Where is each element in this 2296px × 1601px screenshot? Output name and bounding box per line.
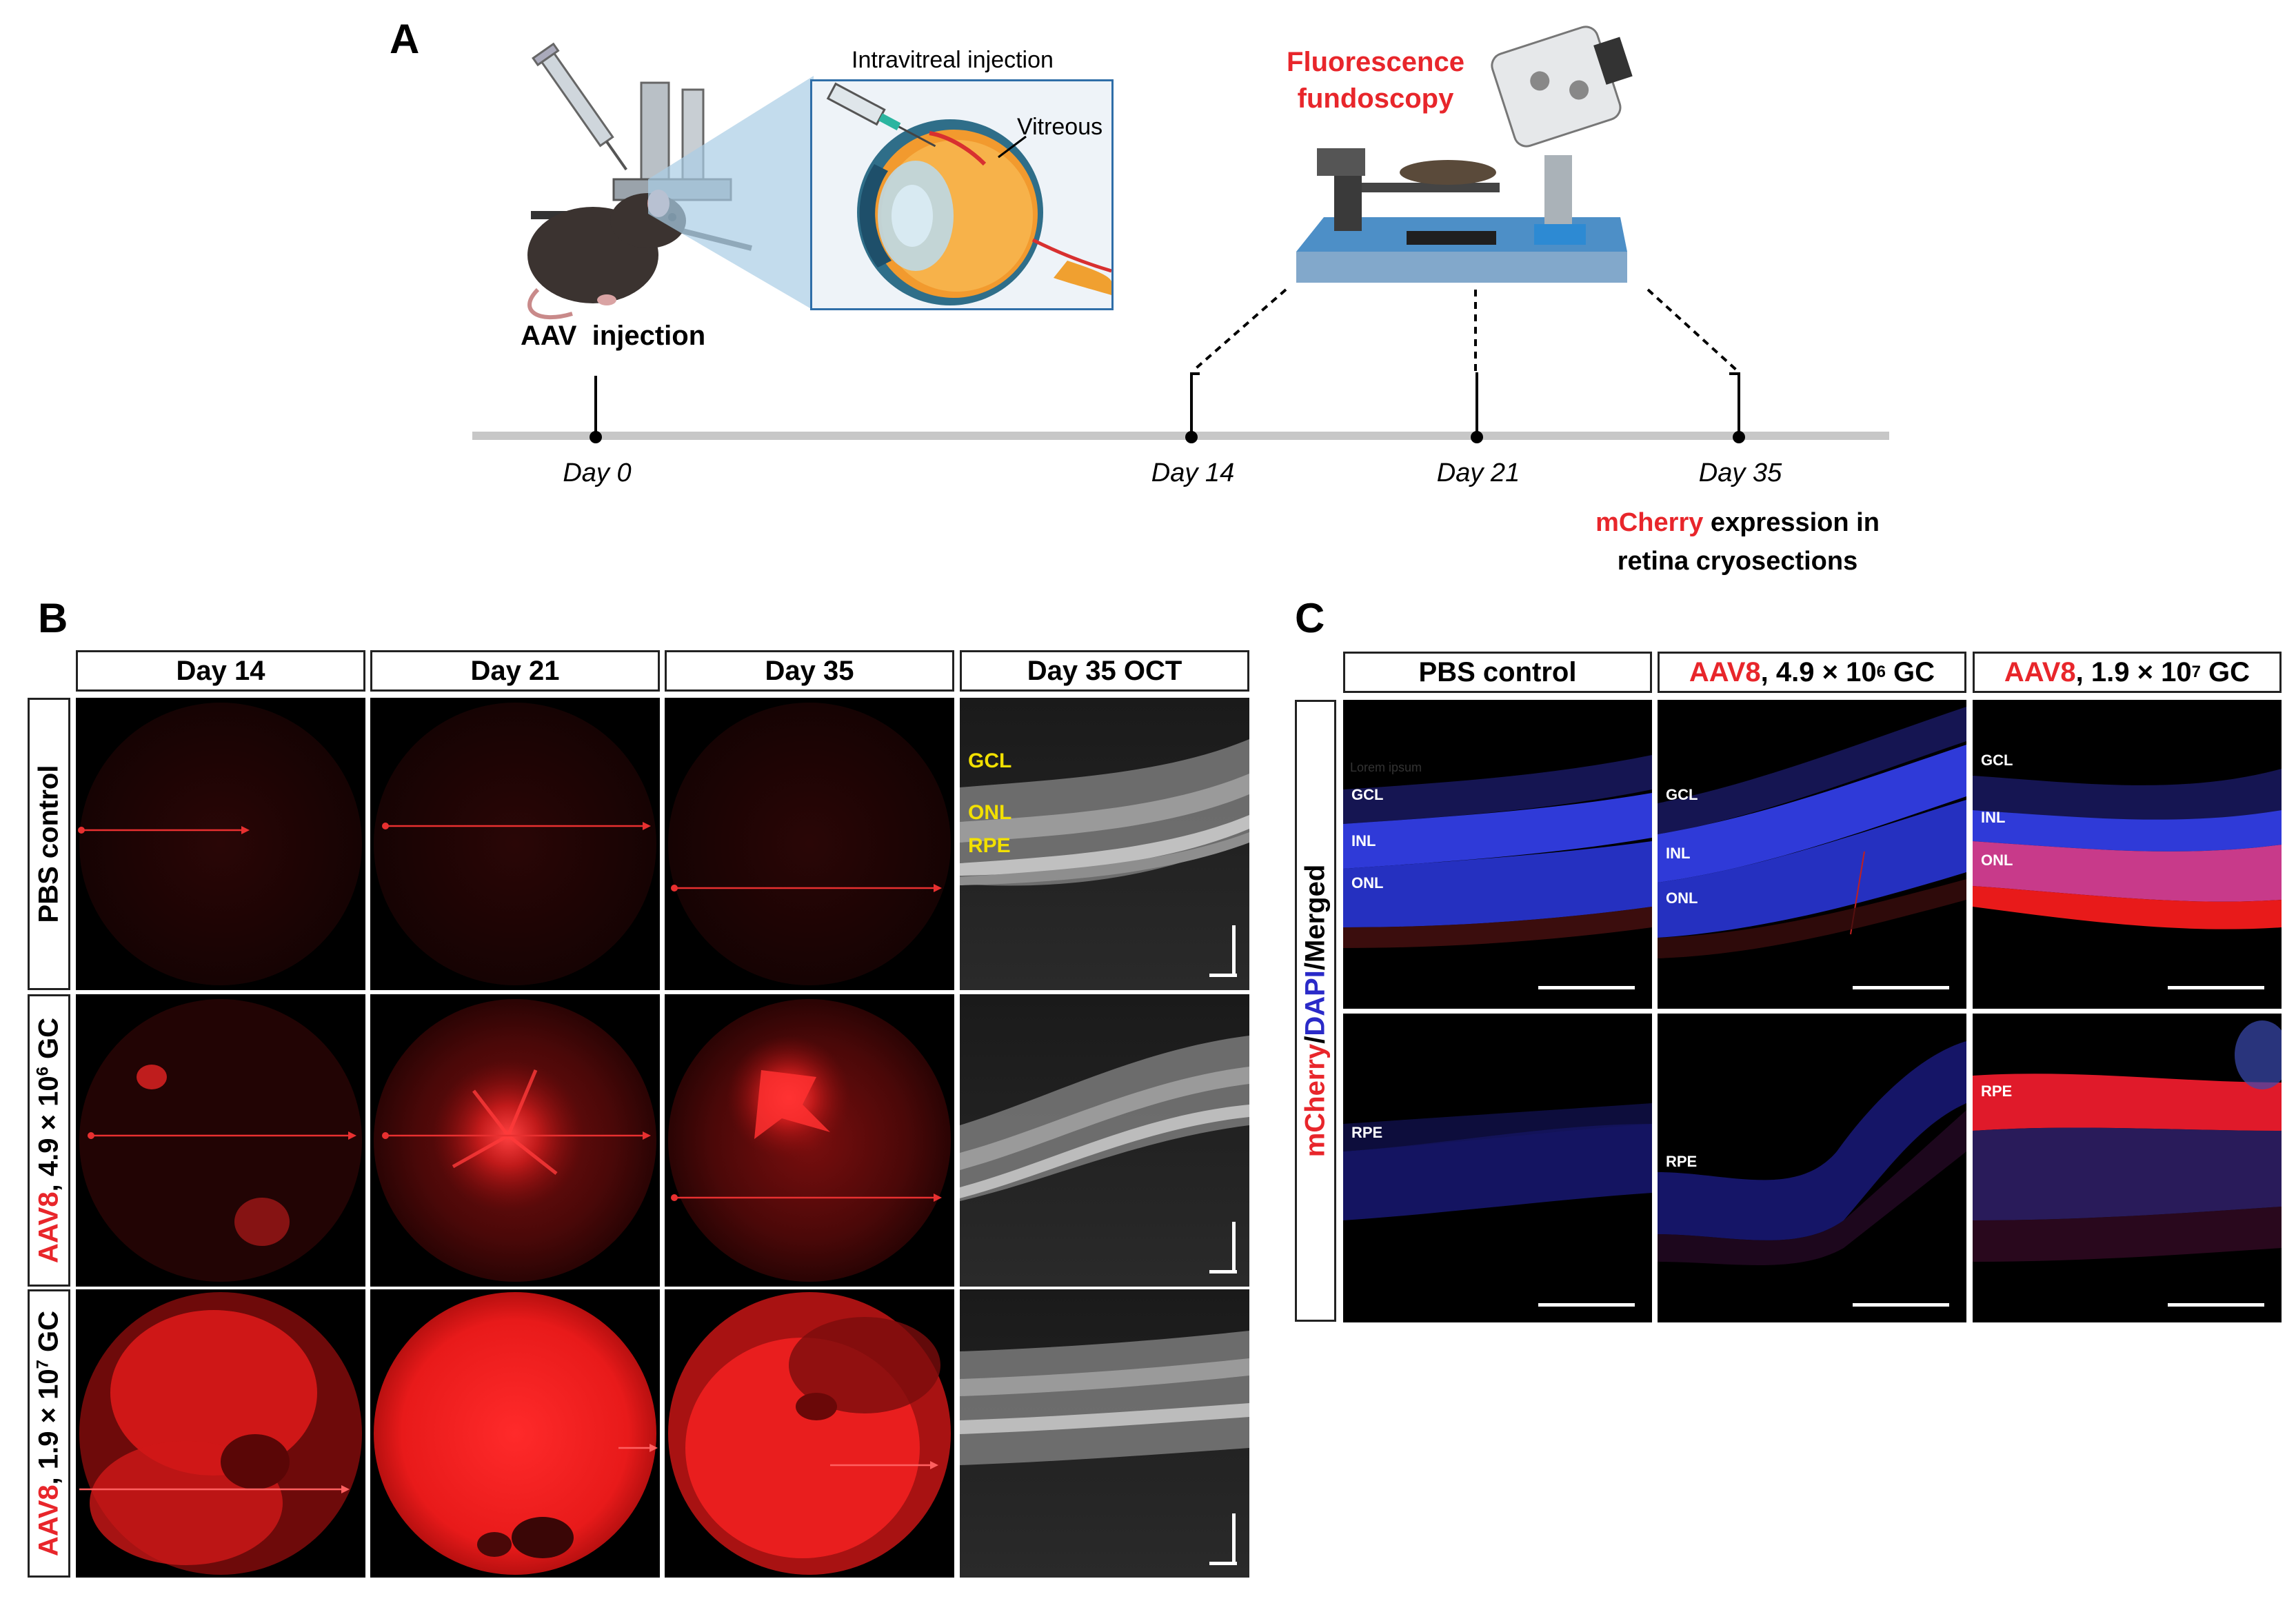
oct-scalebar-h: [1209, 1270, 1237, 1273]
histology-aav8-high-rpe: RPE: [1973, 1014, 2282, 1322]
intravitreal-title: Intravitreal injection: [852, 47, 1054, 73]
timeline-tick-day14: [1190, 372, 1193, 435]
fundoscope-illustration: [1296, 26, 1633, 283]
oct-aav8-low: [960, 994, 1249, 1287]
col-header-day35: Day 35: [665, 650, 954, 692]
panel-b-letter: B: [38, 595, 68, 641]
timeline-day35-label: Day 35: [1698, 459, 1782, 487]
hist-scalebar: [2168, 986, 2264, 989]
col-header-day35-oct: Day 35 OCT: [960, 650, 1249, 692]
fundus-aav8-low-day21: [370, 994, 660, 1287]
timeline-dot-day21: [1471, 431, 1483, 443]
fundus-aav8-high-day21: [370, 1289, 660, 1578]
timeline-hook-day35: [1729, 372, 1740, 375]
row-label-aav8-high-text: AAV8, 1.9 × 107 GC: [33, 1310, 64, 1557]
mcherry-expression-caption: mCherry expression in retina cryosection…: [1579, 503, 1896, 581]
caption-mcherry-word: mCherry: [1595, 508, 1704, 537]
histology-pbs-rpe: RPE: [1343, 1014, 1652, 1322]
hist-label-inl: INL: [1981, 809, 2006, 826]
hist-label-onl: ONL: [1666, 889, 1698, 907]
timeline-day14-label: Day 14: [1151, 459, 1235, 487]
hist-label-inl: INL: [1351, 832, 1376, 849]
oct-label-onl: ONL: [968, 801, 1012, 824]
eye-illustration: [826, 82, 1112, 305]
hist-label-gcl: GCL: [1981, 752, 2013, 769]
fundus-pbs-day14: [76, 698, 365, 990]
hist-scalebar: [1853, 1303, 1949, 1307]
aav-injection-label: AAV injection: [521, 321, 706, 351]
zoom-cone: [648, 76, 814, 310]
col-header-day21: Day 21: [370, 650, 660, 692]
timeline-dot-day14: [1185, 431, 1198, 443]
timeline-dot-day0: [590, 431, 602, 443]
fundus-aav8-high-day14: [76, 1289, 365, 1578]
panel-c-letter: C: [1295, 595, 1325, 641]
timeline-dot-day35: [1733, 431, 1745, 443]
timeline-axis: [472, 432, 1889, 440]
hist-label-rpe: RPE: [1666, 1153, 1698, 1170]
hist-label-gcl: GCL: [1351, 786, 1384, 803]
timeline-tick-day0: [594, 376, 597, 435]
c-side-label: mCherry/DAPI/Merged: [1295, 700, 1336, 1322]
row-label-pbs: PBS control: [28, 698, 70, 990]
row-label-aav8-low-text: AAV8, 4.9 × 106 GC: [33, 1017, 64, 1264]
panel-a-letter: A: [390, 16, 420, 62]
oct-aav8-high: [960, 1289, 1249, 1578]
hist-label-rpe: RPE: [1351, 1124, 1383, 1141]
timeline-day0-label: Day 0: [563, 459, 632, 487]
oct-scalebar-h: [1209, 974, 1237, 977]
oct-label-rpe: RPE: [968, 834, 1011, 857]
fluorescence-line2: fundoscopy: [1297, 83, 1454, 114]
fluorescence-line1: Fluorescence: [1287, 47, 1464, 77]
eye-inset-box: [810, 79, 1114, 310]
caption-line2: retina cryosections: [1617, 547, 1858, 576]
timeline-tick-day35: [1738, 372, 1740, 435]
hist-scalebar: [1538, 986, 1635, 989]
oct-label-gcl: GCL: [968, 749, 1012, 772]
col-header-day14: Day 14: [76, 650, 365, 692]
fluorescence-label: Fluorescence fundoscopy: [1272, 47, 1479, 114]
oct-scalebar-v: [1232, 1513, 1236, 1562]
hist-scalebar: [1538, 1303, 1635, 1307]
histology-faint-text: Lorem ipsum: [1350, 761, 1422, 774]
histology-aav8-low-rpe: RPE: [1658, 1014, 1966, 1322]
c-col-header-pbs: PBS control: [1343, 652, 1652, 693]
histology-aav8-high-retina: GCL INL ONL: [1973, 700, 2282, 1009]
histology-aav8-low-retina: GCL INL ONL: [1658, 700, 1966, 1009]
fundus-aav8-low-day14: [76, 994, 365, 1287]
timeline-hook-day14: [1190, 372, 1200, 375]
caption-expression-text: expression in: [1703, 508, 1880, 537]
histology-pbs-retina: Lorem ipsum GCL INL ONL: [1343, 700, 1652, 1009]
timeline-tick-day21: [1476, 372, 1478, 435]
oct-scalebar-v: [1232, 925, 1236, 974]
row-label-aav8-high: AAV8, 1.9 × 107 GC: [28, 1289, 70, 1578]
oct-scalebar-v: [1232, 1222, 1236, 1270]
c-side-label-text: mCherry/DAPI/Merged: [1300, 864, 1331, 1158]
timeline-day21-label: Day 21: [1436, 459, 1520, 487]
fundus-pbs-day35: [665, 698, 954, 990]
vitreous-label: Vitreous: [1017, 114, 1103, 140]
hist-scalebar: [2168, 1303, 2264, 1307]
dashed-connectors: [1191, 288, 1739, 372]
hist-label-gcl: GCL: [1666, 786, 1698, 803]
hist-scalebar: [1853, 986, 1949, 989]
hist-label-onl: ONL: [1351, 874, 1384, 892]
fundus-aav8-high-day35: [665, 1289, 954, 1578]
oct-scalebar-h: [1209, 1562, 1237, 1565]
row-label-pbs-text: PBS control: [33, 765, 64, 923]
fundus-aav8-low-day35: [665, 994, 954, 1287]
hist-label-inl: INL: [1666, 845, 1691, 862]
fundus-pbs-day21: [370, 698, 660, 990]
hist-label-rpe: RPE: [1981, 1083, 2013, 1100]
hist-label-onl: ONL: [1981, 852, 2013, 869]
row-label-aav8-low: AAV8, 4.9 × 106 GC: [28, 994, 70, 1287]
oct-pbs: GCL ONL RPE: [960, 698, 1249, 990]
